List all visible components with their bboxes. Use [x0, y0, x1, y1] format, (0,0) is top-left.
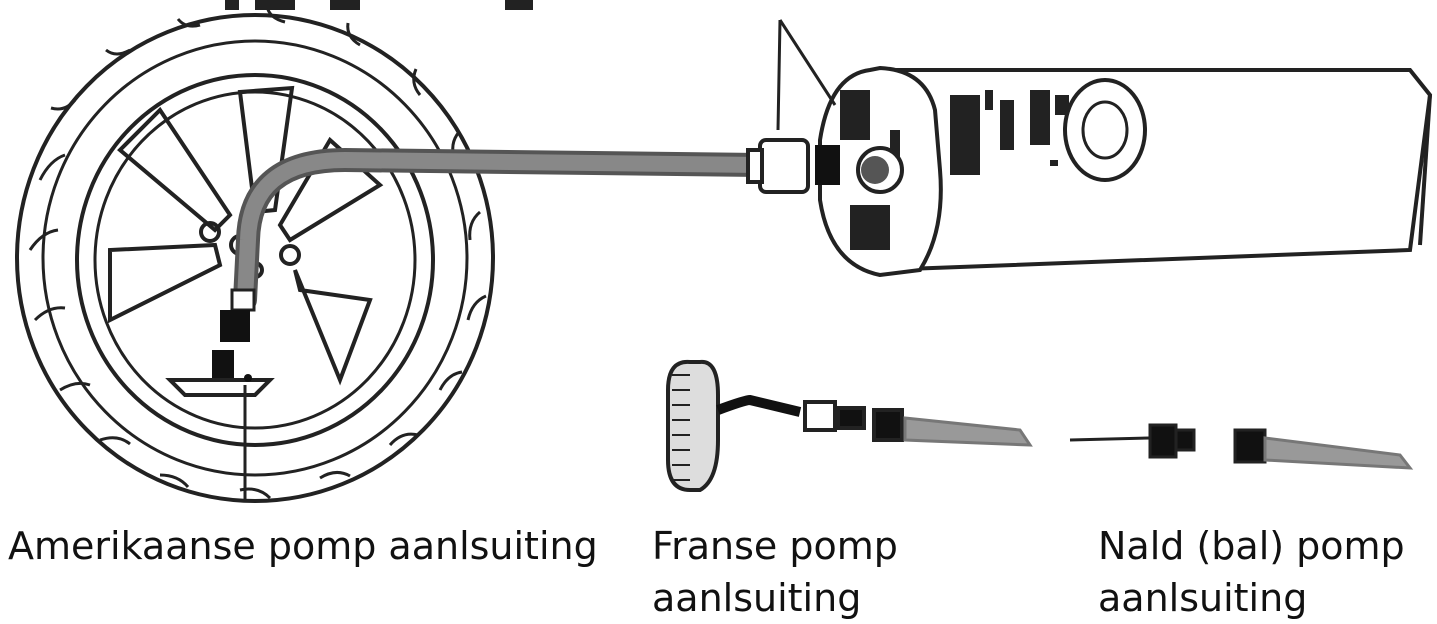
french-valve-label-line-2: aanlsuiting — [652, 576, 862, 620]
spoke-bottom — [165, 378, 275, 397]
spoke-lower-right — [293, 269, 373, 386]
american-valve-label: Amerikaanse pomp aanlsuiting — [8, 520, 598, 572]
hub-hole — [199, 221, 221, 243]
french-valve-adapter-icon — [666, 359, 1033, 492]
needle-valve-label-line-2: aanlsuiting — [1098, 576, 1308, 620]
rim-outer — [75, 73, 435, 447]
american-valve-label-text: Amerikaanse pomp aanlsuiting — [8, 524, 598, 568]
needle-valve-label-line-1: Nald (bal) pomp — [1098, 524, 1405, 568]
tire-tread-marks — [28, 5, 487, 500]
hose-edge — [237, 151, 768, 308]
french-valve-label: Franse pomp aanlsuiting — [652, 520, 898, 624]
tire-outer — [15, 13, 495, 503]
spoke-upper-left — [117, 106, 233, 233]
pump-hose-port — [815, 145, 840, 185]
hub-hole — [279, 244, 301, 266]
spoke-lower-left — [108, 242, 223, 324]
cropped-top-text — [225, 0, 533, 10]
needle-valve-label: Nald (bal) pomp aanlsuiting — [1098, 520, 1405, 624]
pump-icon — [746, 65, 1433, 278]
needle-adapter-icon — [1069, 423, 1414, 470]
french-valve-label-line-1: Franse pomp — [652, 524, 898, 568]
spoke-top — [237, 85, 295, 215]
hose-icon — [233, 147, 772, 312]
pump-pointer-line — [776, 19, 837, 131]
tire-tread-ring — [41, 39, 469, 477]
american-valve-connector-icon — [212, 288, 256, 500]
